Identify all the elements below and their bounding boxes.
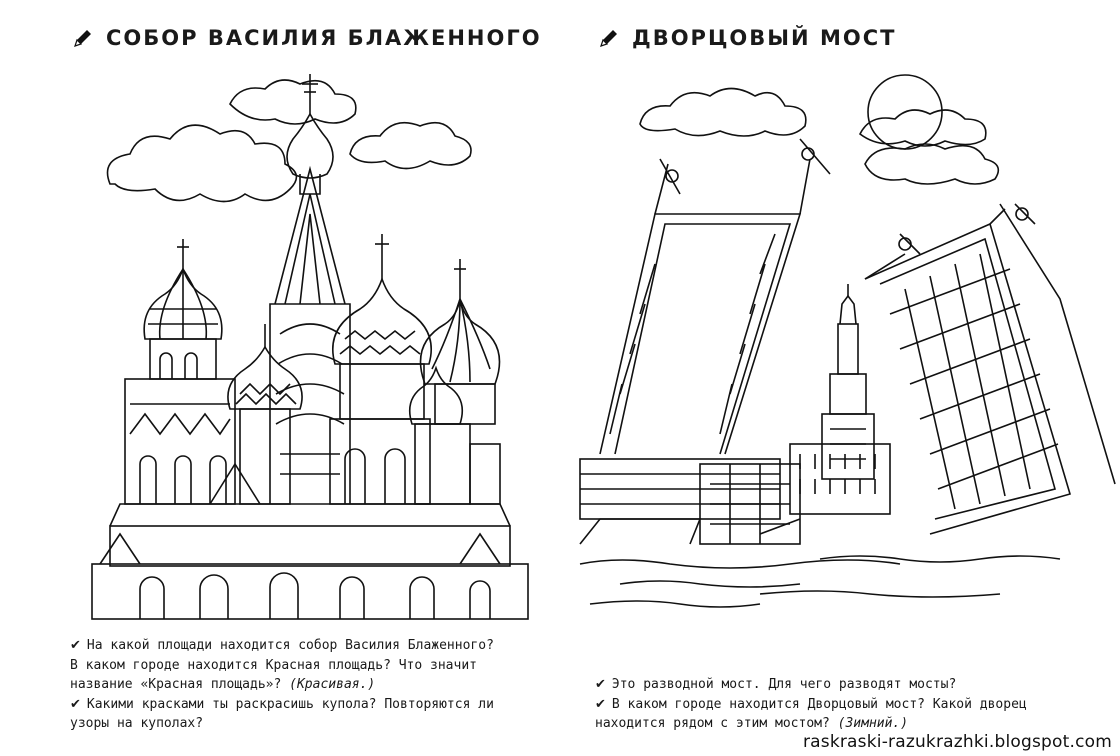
question-line: В каком городе находится Красная площадь…: [70, 657, 477, 673]
cathedral-illustration: [91, 74, 529, 620]
question-item: ✔ На какой площади находится собор Васили…: [70, 636, 530, 695]
question-item: ✔ В каком городе находится Дворцовый мост…: [595, 695, 1080, 734]
left-title-text: СОБОР ВАСИЛИЯ БЛАЖЕННОГО: [106, 26, 542, 50]
right-page: ДВОРЦОВЫЙ МОСТ: [560, 0, 1120, 756]
question-line: Какими красками ты раскрасишь купола? По…: [86, 696, 494, 712]
question-item: ✔ Какими красками ты раскрасишь купола? П…: [70, 695, 530, 734]
right-questions: ✔ Это разводной мост. Для чего разводят м…: [595, 675, 1080, 734]
question-item: ✔ Это разводной мост. Для чего разводят м…: [595, 675, 1080, 695]
bridge-illustration: [579, 74, 1116, 608]
question-line: название «Красная площадь»?: [70, 677, 282, 693]
pencil-icon: [600, 30, 617, 47]
question-line: В каком городе находится Дворцовый мост?…: [611, 696, 1027, 712]
right-title: ДВОРЦОВЫЙ МОСТ: [598, 26, 896, 50]
question-answer: (Красивая.): [289, 677, 376, 693]
check-icon: ✔: [595, 696, 606, 712]
question-line: находится рядом с этим мостом?: [595, 716, 830, 732]
check-icon: ✔: [595, 677, 606, 692]
watermark-text: raskraski-razukrazhki.blogspot.com: [802, 732, 1112, 752]
check-icon: ✔: [70, 696, 81, 712]
left-title: СОБОР ВАСИЛИЯ БЛАЖЕННОГО: [72, 26, 542, 50]
right-title-text: ДВОРЦОВЫЙ МОСТ: [632, 26, 897, 50]
pencil-icon: [74, 30, 91, 47]
left-questions: ✔ На какой площади находится собор Васили…: [70, 636, 530, 734]
question-answer: (Зимний.): [837, 716, 909, 732]
question-line: На какой площади находится собор Василия…: [86, 638, 494, 653]
question-line: Это разводной мост. Для чего разводят мо…: [611, 677, 957, 692]
question-line: узоры на куполах?: [70, 716, 204, 732]
left-page: СОБОР ВАСИЛИЯ БЛАЖЕННОГО: [70, 26, 542, 734]
check-icon: ✔: [70, 638, 81, 653]
